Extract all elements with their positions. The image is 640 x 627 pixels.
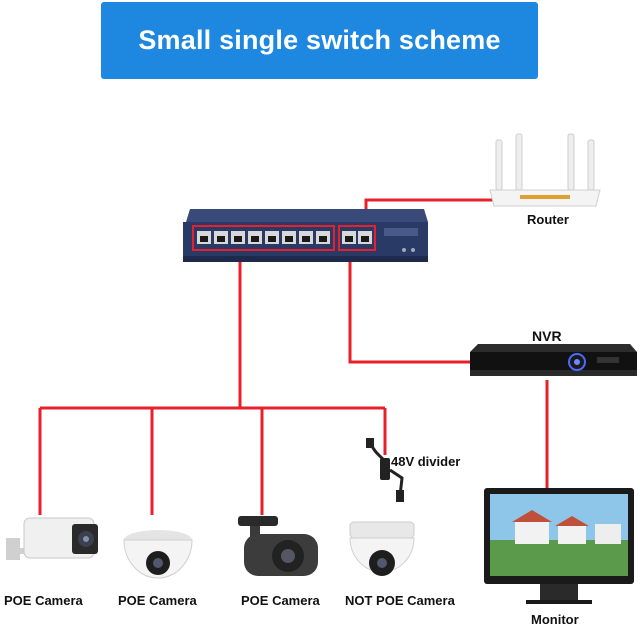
wire-switch-nvr bbox=[348, 255, 470, 364]
camera-label-1: POE Camera bbox=[4, 593, 83, 608]
divider-label: 48V divider bbox=[391, 454, 461, 469]
camera-label-2: POE Camera bbox=[118, 593, 197, 608]
camera-label-4: NOT POE Camera bbox=[345, 593, 455, 608]
bullet-camera-icon bbox=[238, 516, 318, 576]
wifi-router-icon bbox=[489, 133, 601, 207]
monitor-label: Monitor bbox=[531, 612, 579, 627]
dome-camera-icon bbox=[349, 521, 415, 576]
power-divider-icon bbox=[366, 438, 404, 502]
nvr-label: NVR bbox=[532, 328, 562, 344]
nvr-recorder-icon bbox=[470, 344, 637, 376]
poe-switch-icon bbox=[183, 209, 428, 262]
dome-camera-icon bbox=[123, 530, 193, 579]
camera-label-3: POE Camera bbox=[241, 593, 320, 608]
monitor-icon bbox=[484, 488, 634, 604]
title-banner: Small single switch scheme bbox=[101, 2, 538, 79]
bullet-camera-icon bbox=[6, 517, 98, 560]
router-label: Router bbox=[527, 212, 569, 227]
diagram-title: Small single switch scheme bbox=[138, 25, 501, 55]
